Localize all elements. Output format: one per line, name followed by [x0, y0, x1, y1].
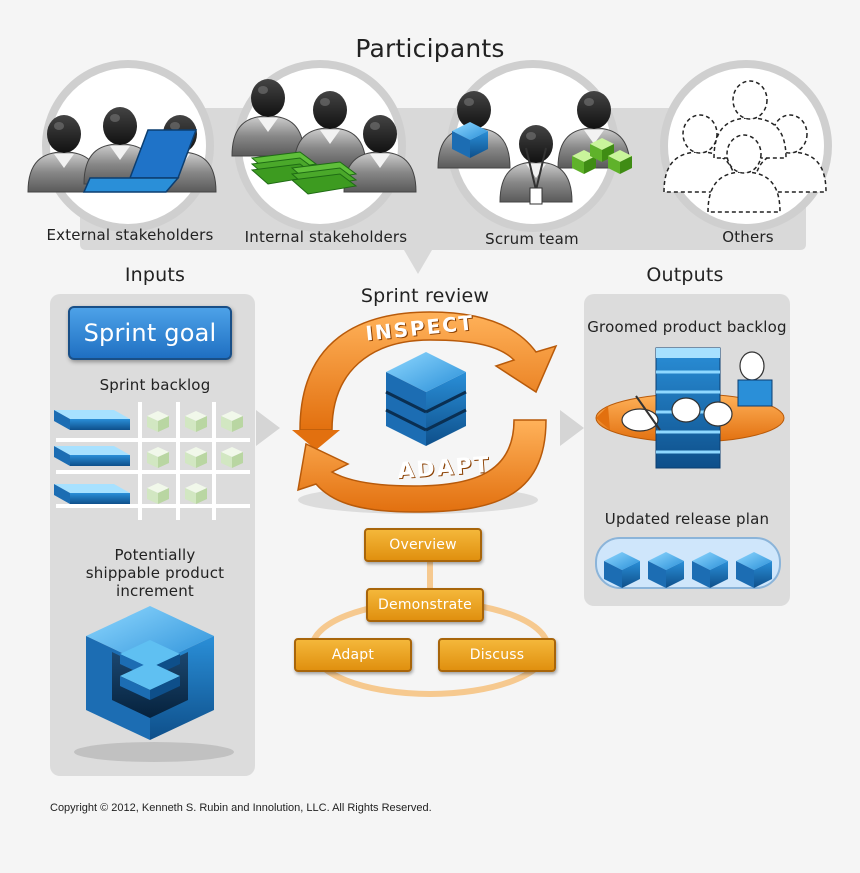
arrow-icon: [256, 410, 280, 446]
increment-label-line2: shippable product: [85, 564, 225, 582]
groomed-backlog-graphic: [595, 347, 785, 469]
increment-label-line3: increment: [115, 582, 195, 600]
sprint-backlog-graphic: [54, 402, 250, 520]
step-overview: Overview: [364, 528, 482, 562]
participant-label-scrum-team: Scrum team: [485, 230, 579, 248]
laptop-icon: [82, 129, 198, 193]
participant-label-external: External stakeholders: [46, 226, 214, 244]
increment-label: Potentially shippable product increment: [60, 546, 250, 600]
step-adapt: Adapt: [294, 638, 412, 672]
increment-label-line1: Potentially: [114, 546, 196, 564]
inspect-adapt-cycle: [292, 311, 558, 514]
sprint-goal-box: Sprint goal: [68, 306, 232, 360]
release-plan-label: Updated release plan: [604, 510, 770, 528]
participants-title: Participants: [355, 34, 505, 63]
groomed-backlog-label: Groomed product backlog: [587, 318, 787, 336]
copyright-notice: Copyright © 2012, Kenneth S. Rubin and I…: [50, 802, 432, 814]
inputs-heading: Inputs: [124, 264, 186, 286]
external-stakeholders-icon: [27, 106, 217, 193]
sprint-backlog-label: Sprint backlog: [99, 376, 211, 394]
participant-label-others: Others: [722, 228, 774, 246]
participant-label-internal: Internal stakeholders: [244, 228, 408, 246]
release-plan-graphic: [595, 537, 781, 589]
outputs-heading: Outputs: [646, 264, 724, 286]
step-demonstrate: Demonstrate: [366, 588, 484, 622]
arrow-icon: [560, 410, 584, 446]
money-icon: [250, 151, 358, 195]
lanyard-badge-icon: [525, 147, 547, 205]
internal-stakeholders-icon: [231, 78, 417, 195]
sprint-review-heading: Sprint review: [360, 285, 490, 307]
step-discuss: Discuss: [438, 638, 556, 672]
scrum-team-icon: [437, 90, 632, 205]
increment-cube-icon: [74, 606, 234, 762]
